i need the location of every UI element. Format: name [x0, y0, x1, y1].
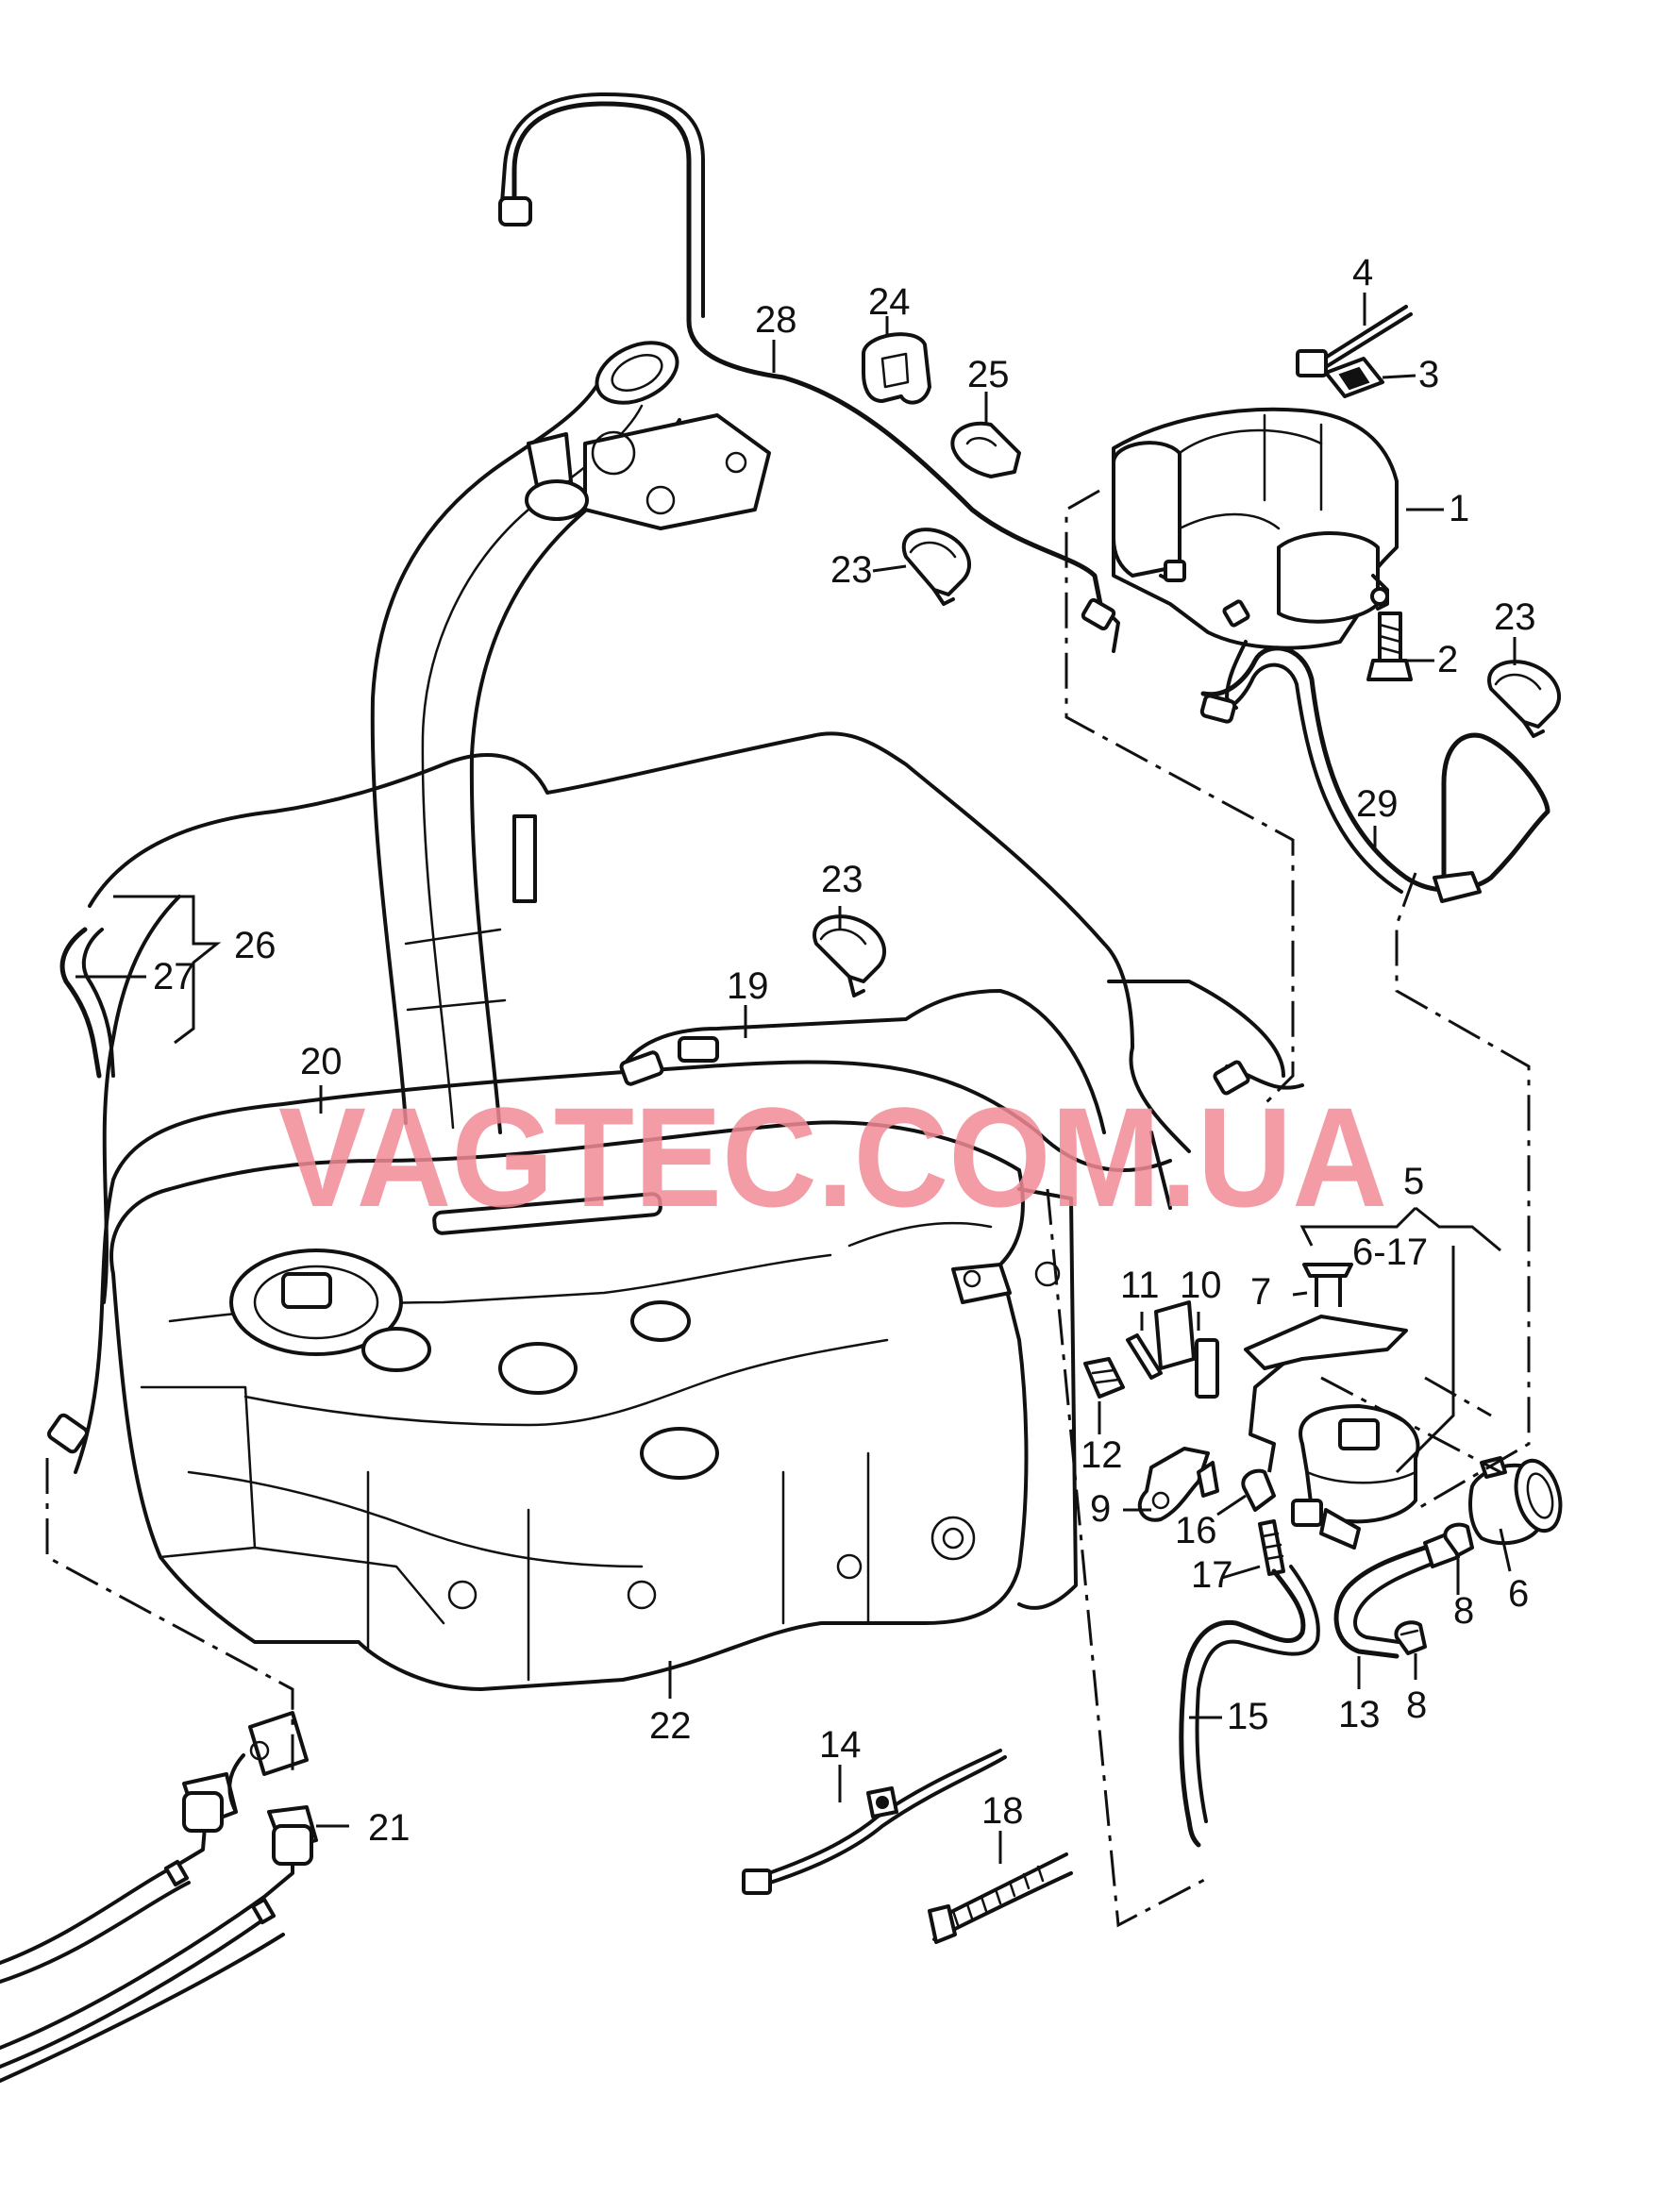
cable-tie-4 [1296, 305, 1413, 377]
clip-nut-3 [1324, 357, 1384, 398]
clamp-8-a [1443, 1522, 1474, 1557]
label-20: 20 [300, 1041, 343, 1082]
label-22: 22 [649, 1705, 692, 1747]
clamp-23-c [813, 914, 887, 997]
hose-27 [59, 927, 115, 1079]
label-6-17: 6-17 [1352, 1232, 1428, 1273]
label-11: 11 [1120, 1265, 1160, 1306]
label-25: 25 [967, 354, 1010, 395]
label-14: 14 [819, 1724, 862, 1766]
label-27: 27 [153, 956, 195, 997]
label-17: 17 [1191, 1554, 1233, 1596]
label-16: 16 [1175, 1510, 1217, 1551]
label-6: 6 [1508, 1573, 1529, 1615]
clamp-23-b [1487, 660, 1562, 738]
leader-lines [75, 293, 1517, 1864]
filler-neck [370, 341, 771, 1134]
label-8-a: 8 [1453, 1590, 1474, 1632]
label-15: 15 [1227, 1696, 1269, 1737]
callout-labels: 1 2 3 4 5 6-17 6 7 8 8 9 10 11 12 13 14 … [153, 252, 1536, 1849]
label-1: 1 [1449, 488, 1469, 529]
label-3: 3 [1418, 354, 1439, 395]
label-23-b: 23 [1494, 596, 1536, 638]
label-9: 9 [1090, 1488, 1111, 1530]
label-4: 4 [1352, 252, 1373, 293]
cable-tie-14 [742, 1749, 1007, 1895]
label-13: 13 [1338, 1694, 1381, 1735]
label-12: 12 [1081, 1434, 1123, 1476]
label-7: 7 [1250, 1271, 1271, 1313]
label-10: 10 [1180, 1265, 1222, 1306]
label-19: 19 [727, 965, 769, 1007]
vent-line-29 [1199, 645, 1550, 903]
hose-15 [1179, 1565, 1320, 1848]
clamp-23-a [901, 528, 972, 606]
label-23-a: 23 [830, 549, 873, 591]
label-21: 21 [368, 1807, 411, 1849]
watermark: VAGTEC.COM.UA [278, 1078, 1387, 1236]
bolt-2 [1366, 612, 1413, 681]
label-5: 5 [1403, 1161, 1424, 1202]
fuel-tank [109, 1120, 1078, 1691]
label-18: 18 [981, 1790, 1024, 1832]
fuel-filter-6 [1468, 1456, 1563, 1546]
carbon-canister [1112, 407, 1399, 710]
clamp-8-b [1394, 1620, 1427, 1655]
label-2: 2 [1437, 639, 1458, 680]
fuel-line-main [47, 731, 1304, 1474]
label-8-b: 8 [1406, 1684, 1427, 1726]
label-23-c: 23 [821, 859, 863, 900]
hose-13 [1333, 1532, 1460, 1659]
label-28: 28 [755, 299, 797, 341]
label-24: 24 [868, 281, 911, 323]
grouping-dash-lines [45, 489, 1531, 1928]
holder-24 [862, 332, 931, 405]
valve-assembly [1083, 1263, 1420, 1576]
connector-hoses-21 [0, 1711, 318, 2083]
label-29: 29 [1356, 783, 1399, 825]
vent-line-28 [498, 92, 1120, 653]
clip-25 [950, 421, 1021, 478]
label-26: 26 [234, 925, 277, 966]
cable-tie-18 [928, 1852, 1073, 1944]
